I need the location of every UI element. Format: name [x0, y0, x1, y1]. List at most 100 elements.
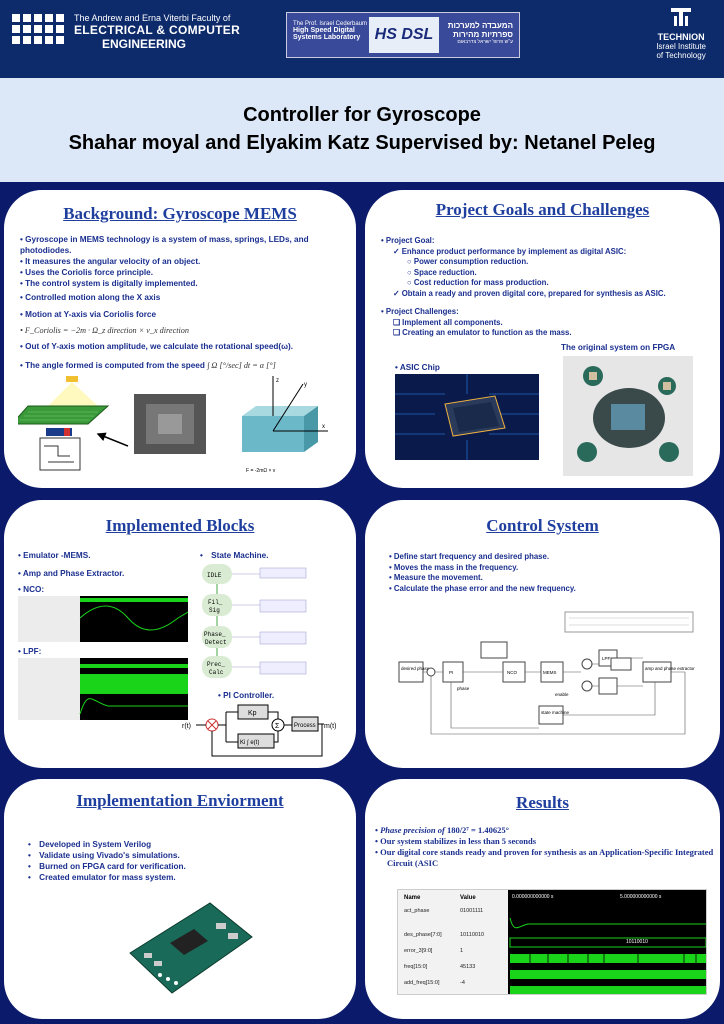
sim-row-value: -4 [460, 980, 465, 986]
control-bullets: • Define start frequency and desired pha… [389, 552, 576, 594]
sim-row-name: add_freq[15:0] [404, 980, 440, 986]
control-system-diagram: desired phase PI NCO MEMS LPF amp and ph… [398, 611, 695, 735]
goal-sub-3-text: Cost reduction for mass production. [413, 278, 549, 287]
technion-logo: TECHNION Israel Institute of Technology [656, 6, 706, 60]
block-nco: • NCO: [18, 585, 45, 594]
lab-en-line3: Systems Laboratory [293, 34, 361, 41]
svg-text:Detect: Detect [205, 639, 227, 646]
lab-he-line1: המעבדה למערכות [447, 21, 513, 30]
block-amp: • Amp and Phase Extractor. [18, 569, 125, 578]
results-bullets: • Phase precision of 180/2⁷ = 1.40625° •… [375, 825, 715, 869]
block-emulator-text: Emulator -MEMS. [23, 551, 91, 560]
control-panel: Control System • Define start frequency … [365, 500, 720, 768]
bg-bullet-2-text: It measures the angular velocity of an o… [25, 257, 201, 266]
sim-row-name: freq[15:0] [404, 964, 428, 970]
ctrl-desired-label: desired phase [401, 666, 430, 671]
challenge-1-text: Implement all components. [402, 317, 503, 327]
goal-label: • Project Goal: [381, 236, 435, 245]
control-bullet-2: • Moves the mass in the frequency. [389, 562, 519, 572]
svg-text:Phase_: Phase_ [204, 631, 226, 638]
bg-bullet-7: • Out of Y-axis motion amplitude, we cal… [20, 342, 294, 351]
bg-bullet-5: • Controlled motion along the X axis [20, 293, 161, 302]
svg-text:x: x [322, 424, 325, 430]
pi-controller-diagram: r(t) m(t) Kp Ki ∫ e(t) Σ Process [182, 704, 336, 757]
env-panel: Implementation Enviorment • Developed in… [4, 779, 356, 1019]
blocks-panel: Implemented Blocks • Emulator -MEMS. • A… [4, 500, 356, 768]
goals-text: • Project Goal: ✓ Enhance product perfor… [381, 236, 711, 339]
bg-bullet-7-text: Out of Y-axis motion amplitude, we calcu… [25, 342, 294, 351]
blocks-heading: Implemented Blocks [105, 516, 255, 535]
results-b1-value: 180/2⁷ = 1.40625° [446, 825, 509, 835]
coriolis-block-diagram: z x y F = -2mΩ × v [242, 376, 328, 474]
sim-row-value: 1 [460, 948, 464, 954]
faculty-name: The Andrew and Erna Viterbi Faculty of E… [74, 13, 240, 51]
svg-text:Prec_: Prec_ [207, 661, 225, 668]
env-bullet-4-text: Created emulator for mass system. [39, 873, 176, 882]
svg-text:Fil_: Fil_ [208, 599, 223, 606]
sim-row-name: error_3[9:0] [404, 948, 433, 954]
sim-waveform: Name Value 0.000000000000 s 5.0000000000… [397, 889, 707, 995]
results-panel: Results • Phase precision of 180/2⁷ = 1.… [365, 779, 720, 1019]
results-b1-prefix: Phase precision of [380, 825, 447, 835]
fpga-label: The original system on FPGA [561, 343, 676, 352]
goal-sub-1: ○ Power consumption reduction. [407, 257, 529, 266]
nco-waveform [18, 596, 188, 642]
faculty-logo-icon [12, 14, 64, 44]
goal-sub-1-text: Power consumption reduction. [413, 257, 529, 266]
background-panel: Background: Gyroscope MEMS • Gyroscope i… [4, 190, 356, 488]
lab-logo-text: HS DSL [369, 17, 439, 53]
control-bullet-3-text: Measure the movement. [393, 573, 483, 582]
bg-formula-1-text: F_Coriolis = −2m · Ω_z direction × v_x d… [24, 326, 189, 335]
svg-text:F = -2mΩ × v: F = -2mΩ × v [246, 468, 276, 474]
sim-time-5: 5.000000000000 s [620, 894, 662, 900]
block-pi: • PI Controller. [218, 691, 275, 700]
pi-ki-label: Ki ∫ e(t) [240, 739, 259, 746]
goals-panel: Project Goals and Challenges • Project G… [365, 190, 720, 488]
bg-bullet-8: • The angle formed is computed from the … [20, 361, 276, 370]
goal-sub-2: ○ Space reduction. [407, 267, 477, 277]
lab-he-name: המעבדה למערכות ספרתיות מהירות ע"ש פרופ' … [443, 21, 513, 45]
goal-1-text: Enhance product performance by implement… [401, 246, 627, 256]
lpf-waveform [18, 658, 188, 720]
bg-bullet-4-text: The control system is digitally implemen… [25, 279, 198, 288]
faculty-line3: ENGINEERING [101, 37, 186, 51]
ctrl-nco-label: NCO [507, 670, 517, 675]
sim-row-value: 45133 [460, 964, 476, 970]
ctrl-sm-label: state machine [541, 710, 570, 715]
technion-name: TECHNION [657, 32, 705, 42]
bg-bullet-1-text: Gyroscope in MEMS technology is a system… [20, 235, 309, 255]
faculty-line2: ELECTRICAL & COMPUTER [74, 23, 241, 37]
control-heading: Control System [486, 516, 599, 535]
mems-illustration: z x y F = -2mΩ × v [18, 376, 328, 474]
led-icon [66, 376, 78, 382]
goal-sub-2-text: Space reduction. [413, 267, 477, 277]
bg-bullet-3: • Uses the Coriolis force principle. [20, 268, 154, 277]
svg-text:IDLE: IDLE [207, 572, 222, 579]
sim-time-0: 0.000000000000 s [512, 894, 554, 900]
lab-he-line3: ע"ש פרופ' ישראל צדרבאום [457, 39, 513, 45]
background-heading: Background: Gyroscope MEMS [63, 204, 297, 223]
env-bullet-2-text: Validate using Vivado's simulations. [39, 851, 180, 860]
block-state-machine-text: State Machine. [211, 551, 269, 560]
svg-text:Sig: Sig [209, 607, 220, 614]
lab-en-line2: High Speed Digital [293, 27, 355, 34]
sim-traces [509, 917, 706, 994]
faculty-line1: The Andrew and Erna Viterbi Faculty of [74, 13, 231, 23]
env-bullet-2: • Validate using Vivado's simulations. [28, 851, 180, 860]
sim-row-value: 01001111 [460, 908, 484, 914]
env-bullet-1-text: Developed in System Verilog [39, 840, 152, 849]
sim-row-name: des_phase[7:0] [404, 932, 442, 938]
challenge-2: ❑ Creating an emulator to function as th… [393, 328, 572, 337]
svg-text:Σ: Σ [275, 723, 280, 730]
ctrl-lpf-label: LPF [602, 656, 611, 661]
results-b3-text: Our digital core stands ready and proven… [380, 847, 714, 868]
bg-bullet-1: • Gyroscope in MEMS technology is a syst… [20, 235, 309, 255]
ctrl-enable-label: enable [555, 692, 569, 697]
results-heading: Results [516, 793, 569, 812]
svg-text:z: z [276, 378, 279, 384]
goal-2-text: Obtain a ready and proven digital core, … [401, 288, 666, 298]
challenge-label: • Project Challenges: [381, 307, 459, 316]
technion-sub1: Israel Institute [656, 42, 706, 51]
env-bullet-1: • Developed in System Verilog [28, 840, 152, 849]
bg-formula-2: ∫ Ω [°/sec] dt = α [°] [207, 361, 276, 370]
